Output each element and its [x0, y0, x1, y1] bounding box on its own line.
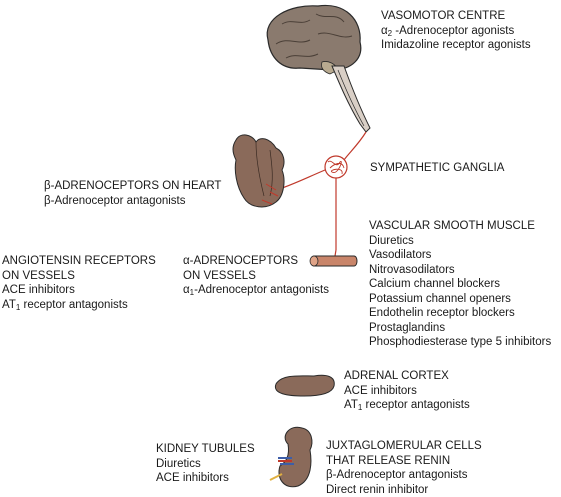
angiotensin-line: ACE inhibitors — [2, 284, 75, 296]
adrenal-line: AT1 receptor antagonists — [344, 399, 470, 412]
kidney-line: Diuretics — [156, 457, 201, 470]
angiotensin-label: ANGIOTENSIN RECEPTORS ON VESSELS ACE inh… — [2, 254, 156, 312]
vascular-line: Diuretics — [369, 234, 414, 247]
blood-vessel-icon — [309, 255, 358, 267]
ganglia-title: SYMPATHETIC GANGLIA — [370, 162, 505, 174]
kidney-line: ACE inhibitors — [156, 472, 229, 484]
vascular-line: Phosphodiesterase type 5 inhibitors — [369, 336, 552, 348]
vasomotor-line: Imidazoline receptor agonists — [381, 39, 531, 51]
brain-icon — [266, 4, 362, 75]
alpha-line: ON VESSELS — [183, 269, 256, 282]
vasomotor-title: VASOMOTOR CENTRE — [381, 10, 506, 22]
kidney-title: KIDNEY TUBULES — [156, 443, 255, 455]
vascular-line: Calcium channel blockers — [369, 278, 501, 290]
angiotensin-line: ON VESSELS — [2, 269, 75, 282]
vascular-line: Vasodilators — [369, 249, 432, 261]
ganglia-icon — [324, 155, 348, 179]
jg-title: JUXTAGLOMERULAR CELLS — [326, 440, 482, 452]
adrenal-title: ADRENAL CORTEX — [344, 370, 449, 382]
vascular-line: Prostaglandins — [369, 321, 446, 334]
nerve-paths — [275, 131, 367, 263]
vascular-line: Endothelin receptor blockers — [369, 307, 515, 319]
vascular-line: Nitrovasodilators — [369, 263, 455, 276]
heart-icon — [232, 134, 285, 208]
vasomotor-line: α2 -Adrenoceptor agonists — [381, 24, 515, 38]
jg-label: JUXTAGLOMERULAR CELLS THAT RELEASE RENIN… — [326, 439, 482, 497]
adrenal-label: ADRENAL CORTEX ACE inhibitors AT1 recept… — [344, 369, 470, 413]
adrenal-cortex-icon — [274, 374, 335, 397]
heart-label: β-ADRENOCEPTORS ON HEART β-Adrenoceptor … — [44, 179, 221, 208]
jg-line: β-Adrenoceptor antagonists — [326, 469, 468, 481]
adrenal-line: ACE inhibitors — [344, 384, 417, 397]
alpha-title: α-ADRENOCEPTORS — [183, 255, 299, 267]
heart-title: β-ADRENOCEPTORS ON HEART — [44, 180, 222, 192]
alpha-label: α-ADRENOCEPTORS ON VESSELS α1-Adrenocept… — [183, 254, 329, 298]
heart-line: β-Adrenoceptor antagonists — [44, 194, 186, 207]
jg-line: THAT RELEASE RENIN — [326, 454, 451, 467]
angiotensin-line: AT1 receptor antagonists — [2, 298, 128, 312]
vascular-title: VASCULAR SMOOTH MUSCLE — [369, 220, 535, 232]
angiotensin-title: ANGIOTENSIN RECEPTORS — [2, 255, 156, 267]
jg-line: Direct renin inhibitor — [326, 483, 429, 496]
kidney-icon — [269, 426, 313, 488]
ganglia-label: SYMPATHETIC GANGLIA — [370, 161, 504, 176]
vascular-label: VASCULAR SMOOTH MUSCLE Diuretics Vasodil… — [369, 219, 551, 350]
kidney-label: KIDNEY TUBULES Diuretics ACE inhibitors — [156, 442, 255, 486]
alpha-line: α1-Adrenoceptor antagonists — [183, 284, 329, 297]
vascular-line: Potassium channel openers — [369, 292, 511, 305]
spinal-cord — [331, 65, 371, 133]
vasomotor-label: VASOMOTOR CENTRE α2 -Adrenoceptor agonis… — [381, 9, 531, 53]
